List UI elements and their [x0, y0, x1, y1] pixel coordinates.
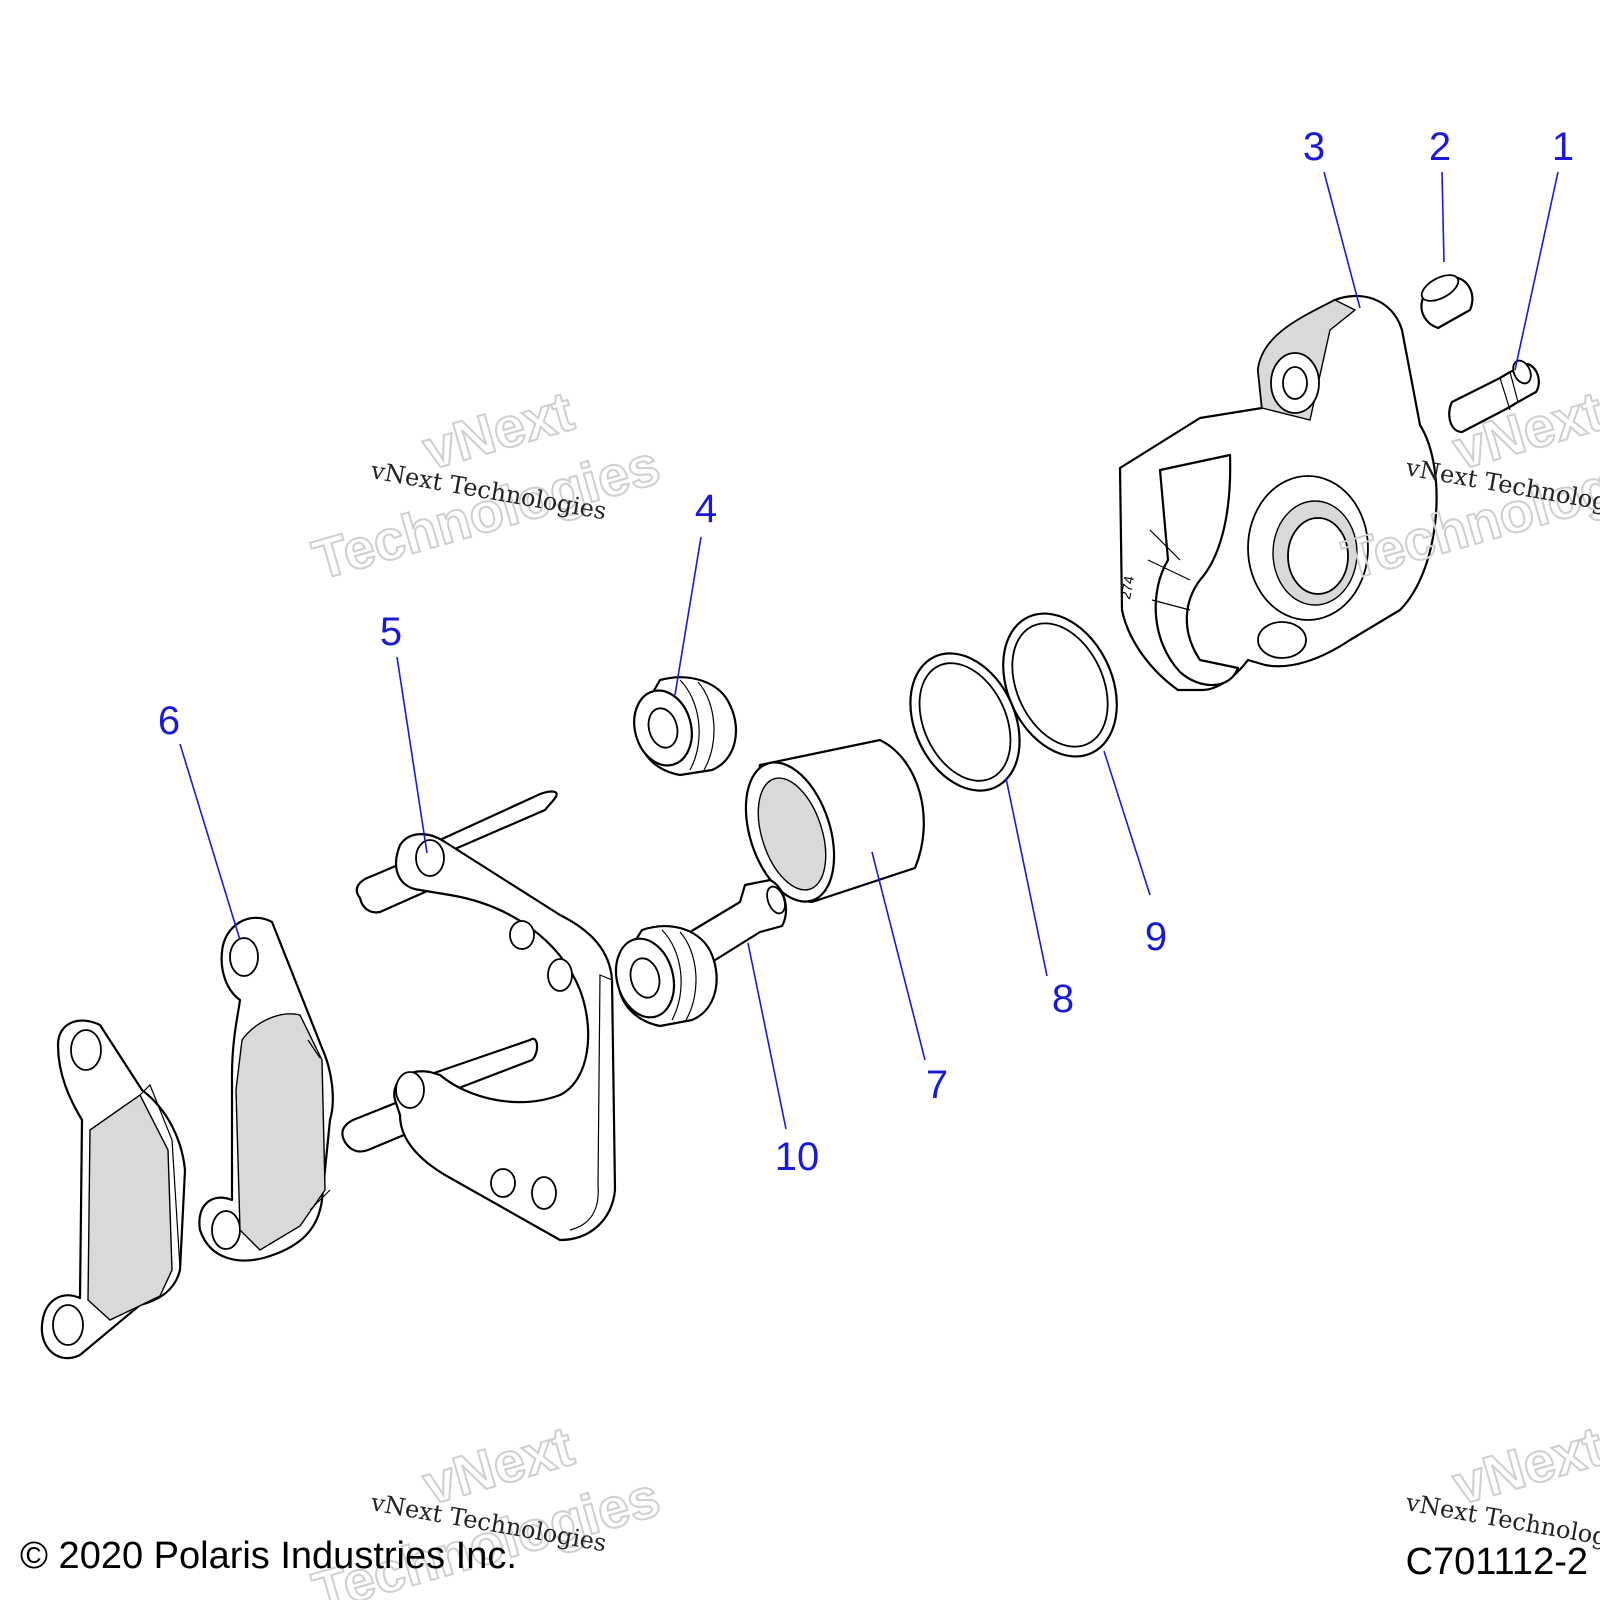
leader-6 [179, 743, 241, 941]
watermark-bottom-right: vNext vNext Technologies [1403, 1413, 1600, 1557]
part-bleeder-cap [1420, 274, 1474, 330]
callout-8: 8 [1052, 977, 1074, 1021]
leader-8 [1005, 777, 1048, 977]
leader-2 [1441, 171, 1445, 263]
part-caliper-body: 274 [1117, 294, 1438, 692]
callout-9: 9 [1145, 915, 1167, 959]
part-piston [744, 738, 925, 904]
callout-numbers: 1 2 3 4 5 6 7 8 9 10 [158, 125, 1574, 1179]
part-brake-pad-rear [40, 1019, 187, 1360]
part-brake-pad-front [198, 916, 334, 1262]
callout-6: 6 [158, 699, 180, 743]
callout-5: 5 [380, 610, 402, 654]
callout-4: 4 [695, 487, 717, 531]
drawing-id: C701112-2 [1406, 1541, 1588, 1583]
leader-7 [871, 851, 926, 1061]
callout-3: 3 [1303, 125, 1325, 169]
callout-10: 10 [775, 1135, 820, 1179]
leader-lines [179, 171, 1559, 1130]
copyright-text: © 2020 Polaris Industries Inc. [20, 1535, 517, 1577]
part-seal-ring-large [1002, 612, 1118, 758]
part-stamp-text: 274 [1117, 575, 1137, 601]
callout-2: 2 [1429, 125, 1451, 169]
leader-4 [674, 536, 702, 696]
part-seal-ring-small [909, 652, 1021, 792]
leader-9 [1103, 750, 1151, 896]
watermark-top-left: vNext Technologies vNext Technologies [305, 378, 667, 593]
leader-1 [1514, 171, 1559, 371]
leader-10 [747, 942, 787, 1130]
callout-1: 1 [1552, 125, 1574, 169]
part-caliper-bracket [341, 790, 617, 1242]
part-boot-upper [633, 676, 738, 777]
part-bleeder-screw [1448, 359, 1540, 434]
leader-5 [396, 656, 428, 854]
callout-7: 7 [926, 1063, 948, 1107]
leader-3 [1323, 171, 1361, 309]
part-guide-pin [614, 878, 788, 1028]
